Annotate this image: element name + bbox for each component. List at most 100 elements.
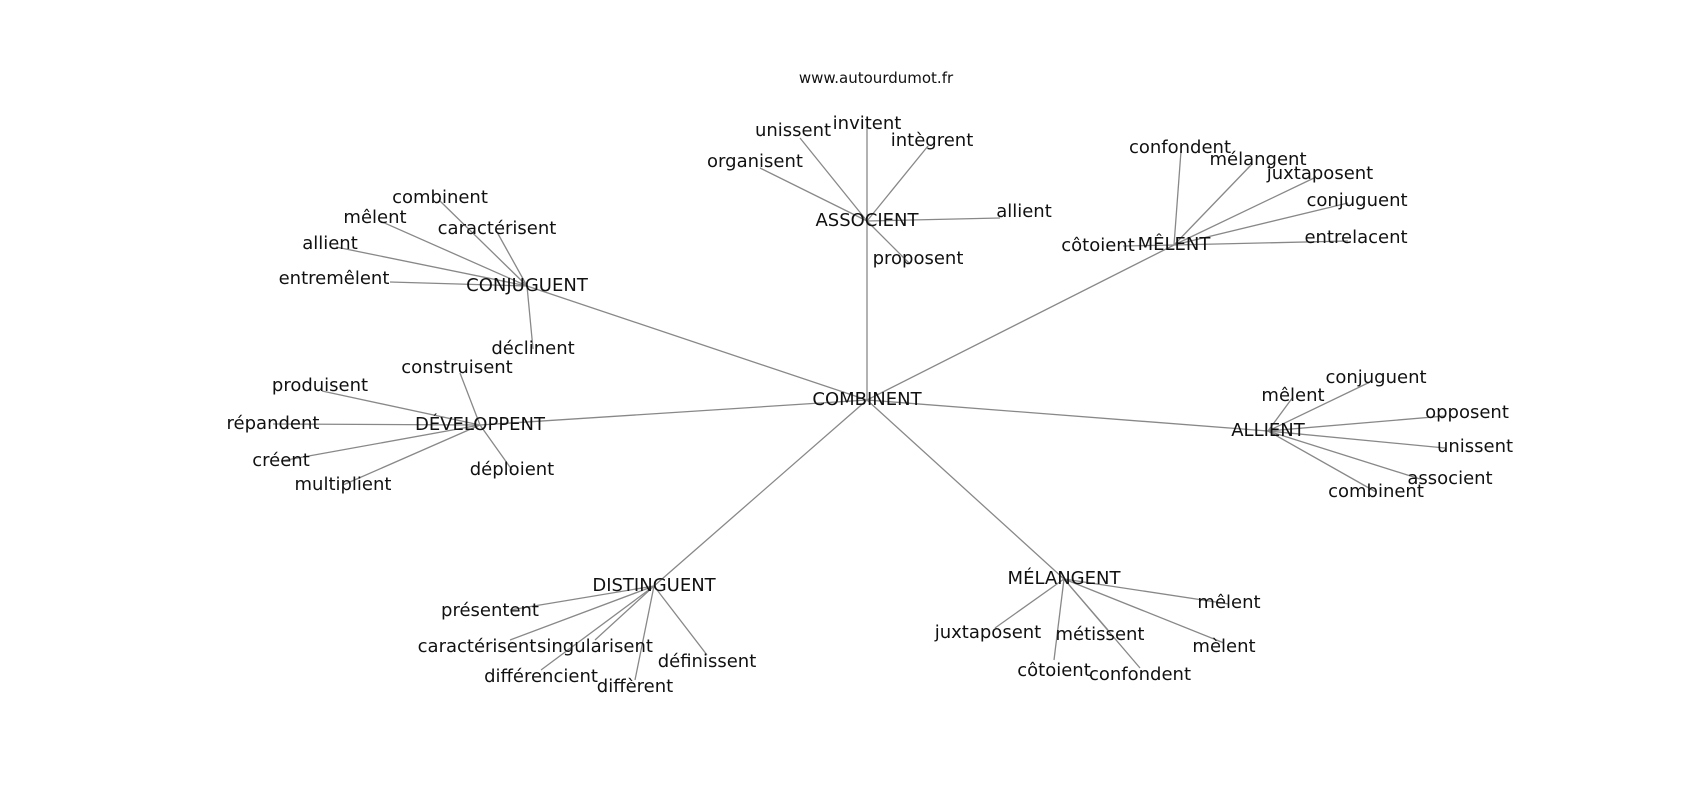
hub-node[interactable]: DÉVELOPPENT xyxy=(415,413,546,435)
edge-hub-to-word xyxy=(1173,202,1349,246)
word-node[interactable]: mêlent xyxy=(343,207,406,228)
word-node[interactable]: combinent xyxy=(392,187,488,208)
word-node[interactable]: associent xyxy=(1407,468,1492,489)
word-node[interactable]: caractérisent xyxy=(418,636,537,657)
edge-hub-to-word xyxy=(496,231,528,287)
word-node[interactable]: juxtaposent xyxy=(934,622,1042,643)
word-node[interactable]: côtoient xyxy=(1061,235,1135,256)
edge-hub-to-word xyxy=(526,285,534,350)
word-node[interactable]: diffèrent xyxy=(597,676,673,697)
word-node[interactable]: allient xyxy=(996,201,1052,222)
center-word[interactable]: COMBINENT xyxy=(812,389,922,410)
word-node[interactable]: mèlent xyxy=(1192,636,1255,657)
word-node[interactable]: définissent xyxy=(658,651,757,672)
edge-hub-to-word xyxy=(653,585,708,656)
edge-hub-to-word xyxy=(634,585,655,681)
word-node[interactable]: combinent xyxy=(1328,481,1424,502)
word-node[interactable]: confondent xyxy=(1129,137,1231,158)
word-node[interactable]: côtoient xyxy=(1017,660,1091,681)
edge-hub-to-word xyxy=(1173,177,1315,246)
word-node[interactable]: organisent xyxy=(707,151,803,172)
edge-hub-to-word xyxy=(866,220,911,265)
edge-hub-to-word xyxy=(479,424,513,471)
word-node[interactable]: unissent xyxy=(755,120,831,141)
edge-hub-to-word xyxy=(1173,150,1182,246)
edge-hub-to-word xyxy=(799,137,868,222)
edge-hub-to-word xyxy=(1173,163,1253,246)
edge-hub-to-word xyxy=(1063,578,1225,644)
word-node[interactable]: créent xyxy=(252,450,310,471)
edge-hub-to-word xyxy=(1063,578,1141,669)
word-node[interactable]: mêlent xyxy=(1197,592,1260,613)
word-node[interactable]: conjuguent xyxy=(1325,367,1426,388)
word-node[interactable]: produisent xyxy=(272,375,368,396)
word-node[interactable]: singularisent xyxy=(537,636,653,657)
edge-center-to-hub xyxy=(866,244,1175,401)
hub-node[interactable]: MÉLANGENT xyxy=(1008,567,1122,589)
edge-hub-to-word xyxy=(540,585,655,671)
edge-hub-to-word xyxy=(994,578,1065,629)
word-node[interactable]: invitent xyxy=(833,113,902,134)
edge-center-to-hub xyxy=(866,399,1065,580)
hub-node[interactable]: ASSOCIENT xyxy=(815,210,919,231)
edge-hub-to-word xyxy=(1267,381,1371,432)
word-node[interactable]: présentent xyxy=(441,600,539,621)
hub-node[interactable]: MÊLENT xyxy=(1138,233,1212,255)
edge-hub-to-word xyxy=(342,424,481,486)
edge-hub-to-word xyxy=(1063,578,1230,605)
edge-hub-to-word xyxy=(272,423,481,426)
edge-hub-to-word xyxy=(1267,430,1421,480)
word-node[interactable]: différencient xyxy=(484,666,598,687)
word-node[interactable]: juxtaposent xyxy=(1266,163,1374,184)
edge-center-to-hub xyxy=(653,399,868,587)
edge-hub-to-word xyxy=(509,585,655,611)
edge-center-to-hub xyxy=(479,399,868,426)
word-node[interactable]: proposent xyxy=(873,248,964,269)
edge-hub-to-word xyxy=(459,372,481,426)
word-node[interactable]: multiplient xyxy=(295,474,392,495)
edge-hub-to-word xyxy=(759,167,868,222)
hub-node[interactable]: DISTINGUENT xyxy=(592,575,716,596)
edge-hub-to-word xyxy=(321,390,481,426)
word-node[interactable]: unissent xyxy=(1437,436,1513,457)
edge-center-to-hub xyxy=(866,399,1269,432)
edge-hub-to-word xyxy=(1122,244,1175,247)
word-node[interactable]: confondent xyxy=(1089,664,1191,685)
edge-hub-to-word xyxy=(1173,240,1349,246)
word-node[interactable]: métissent xyxy=(1056,624,1145,645)
hub-node[interactable]: CONJUGUENT xyxy=(466,275,589,296)
edge-hub-to-word xyxy=(389,281,528,287)
word-node[interactable]: entremêlent xyxy=(279,268,390,289)
edge-hub-to-word xyxy=(1053,578,1065,661)
word-node[interactable]: entrelacent xyxy=(1304,227,1407,248)
word-node[interactable]: intègrent xyxy=(891,130,974,151)
edge-hub-to-word xyxy=(280,424,481,462)
site-credit: www.autourdumot.fr xyxy=(799,69,954,87)
word-node[interactable]: caractérisent xyxy=(438,218,557,239)
word-node[interactable]: construisent xyxy=(401,357,512,378)
hub-node[interactable]: ALLIENT xyxy=(1231,420,1306,441)
edge-hub-to-word xyxy=(379,220,528,287)
edge-hub-to-word xyxy=(866,145,929,222)
edge-center-to-hub xyxy=(526,285,868,401)
word-node[interactable]: opposent xyxy=(1425,402,1509,423)
edge-hub-to-word xyxy=(1267,430,1446,449)
graph-edges xyxy=(272,124,1446,681)
edge-hub-to-word xyxy=(335,246,528,287)
edge-hub-to-word xyxy=(1267,430,1377,493)
word-node[interactable]: déclinent xyxy=(491,338,574,359)
edge-hub-to-word xyxy=(509,585,655,641)
word-node[interactable]: allient xyxy=(302,233,358,254)
word-node[interactable]: répandent xyxy=(227,413,320,434)
edge-hub-to-word xyxy=(1267,415,1446,432)
edge-hub-to-word xyxy=(439,200,528,287)
word-node[interactable]: mélangent xyxy=(1209,149,1306,170)
edge-hub-to-word xyxy=(866,217,1001,222)
edge-hub-to-word xyxy=(594,585,655,641)
word-node[interactable]: conjuguent xyxy=(1306,190,1407,211)
edge-hub-to-word xyxy=(1267,396,1294,432)
word-node[interactable]: mêlent xyxy=(1261,385,1324,406)
word-node[interactable]: déploient xyxy=(470,459,554,480)
